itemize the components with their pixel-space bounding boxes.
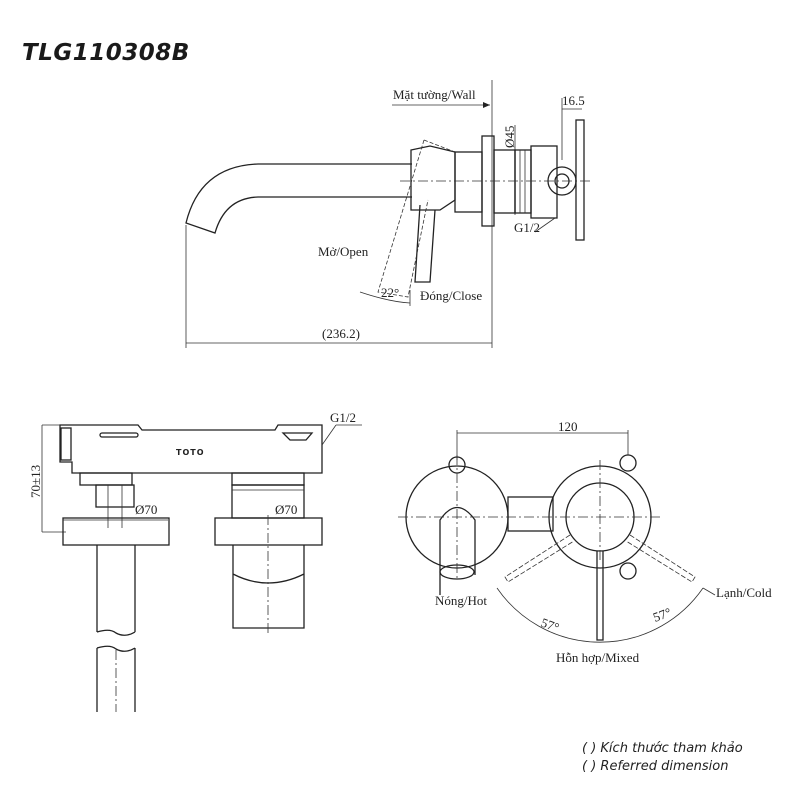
mounting-plate: [575, 119, 585, 241]
rotation-arc: [496, 587, 704, 643]
angle-right: 57°: [651, 604, 673, 624]
flange-right: [214, 517, 323, 546]
faucet-body: [59, 424, 323, 474]
cold-label: Lạnh/Cold: [716, 585, 772, 600]
front-view: TOTO G1/2 70±13 Ø70 Ø70: [28, 410, 362, 712]
lever-mixed: [596, 551, 604, 641]
hot-label: Nóng/Hot: [435, 593, 487, 608]
note-english: ( ) Referred dimension: [582, 759, 729, 774]
angle-label: 22°: [381, 285, 399, 300]
handle-body: [410, 145, 456, 211]
thread-section: [514, 149, 532, 214]
thread-label: G1/2: [330, 410, 356, 425]
length-dimension: (236.2): [322, 326, 360, 341]
notes: ( ) Kích thước tham khảo ( ) Referred di…: [582, 740, 743, 776]
diameter-left: Ø70: [135, 502, 157, 517]
model-title: TLG110308B: [22, 40, 190, 66]
diameter-right: Ø70: [275, 502, 297, 517]
open-label: Mở/Open: [318, 244, 369, 259]
spout-pipe: [96, 545, 136, 712]
handle-lever: [414, 204, 436, 283]
thread-label: G1/2: [514, 220, 540, 235]
side-view: Mặt tường/Wall 16.5 Ø45 22° Mở/Open Đóng…: [185, 80, 590, 348]
close-label: Đóng/Close: [420, 288, 482, 303]
spacing-dimension: 120: [558, 419, 578, 434]
spout: [185, 163, 412, 234]
wall-label: Mặt tường/Wall: [393, 87, 476, 102]
diameter-dimension: Ø45: [502, 126, 517, 148]
note-vietnamese: ( ) Kích thước tham khảo: [582, 741, 743, 756]
brand-logo: TOTO: [176, 448, 205, 457]
angle-left: 57°: [539, 615, 561, 635]
top-view: 120 Nóng/Hot Lạnh/Cold Hỗn hợp/Mixed 57°…: [398, 419, 772, 665]
mixed-label: Hỗn hợp/Mixed: [556, 650, 640, 665]
plate-dimension: 16.5: [562, 93, 585, 108]
handle-front: [232, 545, 305, 629]
flange-left: [62, 517, 170, 546]
spout-top: [439, 506, 476, 595]
height-dimension: 70±13: [28, 465, 43, 498]
